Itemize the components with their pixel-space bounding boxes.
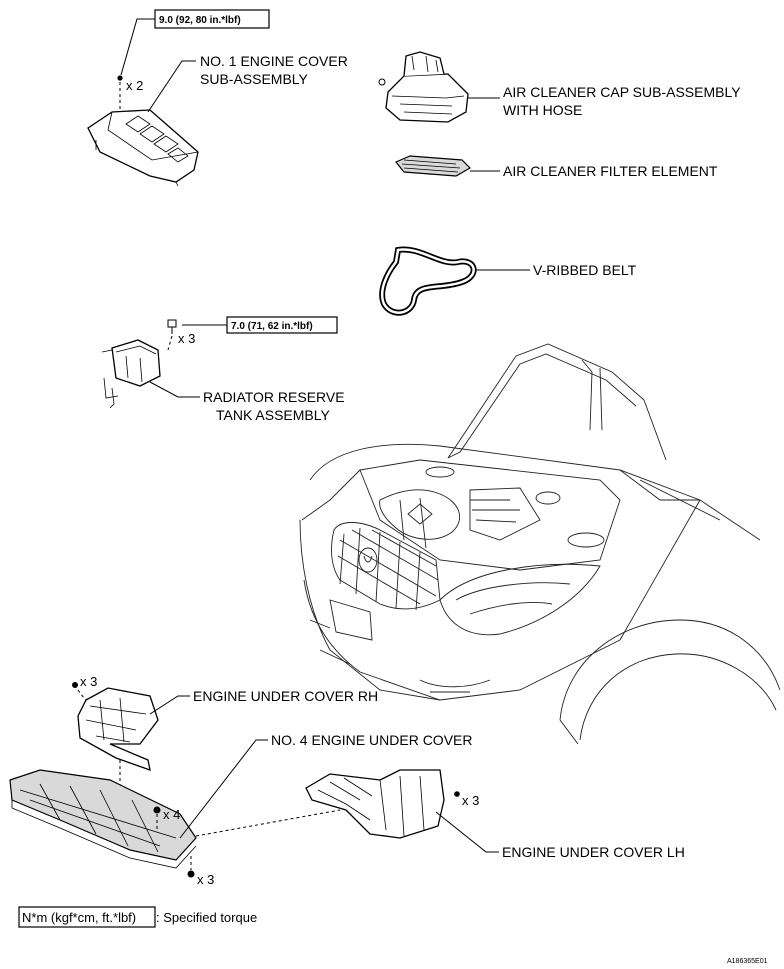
under-cover-lh-part-icon: [305, 769, 445, 839]
torque-leader-engine-cover: [120, 18, 155, 76]
torque-value-radiator-tank: 7.0 (71, 62 in.*lbf): [231, 321, 313, 332]
label-engine-cover-2: SUB-ASSEMBLY: [200, 71, 309, 87]
clip-icon: [187, 870, 195, 878]
under-cover-no4-part-icon: [9, 769, 197, 869]
label-air-cleaner-cap-2: WITH HOSE: [503, 102, 582, 118]
leader-engine-cover: [147, 60, 196, 113]
radiator-tank-part-icon: [101, 339, 161, 409]
qty-no4-upper-fasteners: x 4: [163, 807, 180, 822]
air-filter-group: AIR CLEANER FILTER ELEMENT: [395, 155, 718, 179]
v-belt-part-icon: [379, 246, 477, 316]
under-cover-lh-group: x 3 ENGINE UNDER COVER LH: [305, 769, 685, 860]
legend-box: [18, 906, 156, 928]
label-air-cleaner-cap-1: AIR CLEANER CAP SUB-ASSEMBLY: [503, 84, 741, 100]
v-belt-group: V-RIBBED BELT: [379, 246, 637, 316]
bolt-icon: [117, 75, 123, 81]
figure-code: A186365E01: [727, 958, 768, 965]
leader-under-cover-lh: [435, 811, 499, 853]
dashed-guide: [195, 809, 341, 837]
qty-rh-fasteners: x 3: [80, 674, 97, 689]
leader-radiator-tank: [149, 381, 200, 398]
clip-icon: [72, 682, 78, 688]
leader-under-cover-no4: [179, 739, 268, 839]
air-cleaner-cap-group: AIR CLEANER CAP SUB-ASSEMBLY WITH HOSE: [378, 51, 741, 123]
qty-no4-lower-fasteners: x 3: [197, 872, 214, 887]
label-radiator-tank-2: TANK ASSEMBLY: [216, 407, 331, 423]
label-radiator-tank-1: RADIATOR RESERVE: [203, 389, 345, 405]
qty-radiator-tank-bolts: x 3: [178, 331, 195, 346]
radiator-tank-group: 7.0 (71, 62 in.*lbf) x 3 RADIATOR RESERV…: [101, 316, 345, 423]
label-engine-cover-1: NO. 1 ENGINE COVER: [200, 53, 348, 69]
torque-value-engine-cover: 9.0 (92, 80 in.*lbf): [159, 15, 241, 26]
label-v-belt: V-RIBBED BELT: [533, 262, 637, 278]
under-cover-rh-group: x 3 ENGINE UNDER COVER RH: [72, 674, 378, 800]
air-filter-part-icon: [395, 155, 471, 177]
legend-description: : Specified torque: [156, 910, 257, 925]
bolt-icon: [167, 319, 177, 328]
under-cover-no4-group: x 4 x 3 NO. 4 ENGINE UNDER COVER: [9, 732, 472, 887]
legend-box-text: N*m (kgf*cm, ft.*lbf): [22, 910, 136, 925]
label-under-cover-no4: NO. 4 ENGINE UNDER COVER: [271, 732, 472, 748]
vehicle-illustration: [299, 343, 781, 745]
clip-icon: [153, 806, 161, 814]
dashed-guide: [167, 335, 173, 351]
engine-cover-group: 9.0 (92, 80 in.*lbf) x 2 NO. 1 ENGINE CO…: [87, 9, 348, 187]
label-under-cover-lh: ENGINE UNDER COVER LH: [502, 844, 685, 860]
qty-lh-fasteners: x 3: [462, 793, 479, 808]
leader-under-cover-rh: [149, 695, 190, 715]
engine-cover-part-icon: [87, 109, 199, 187]
air-cleaner-cap-part-icon: [378, 51, 469, 123]
clip-icon: [454, 791, 460, 797]
under-cover-rh-part-icon: [77, 687, 159, 771]
label-under-cover-rh: ENGINE UNDER COVER RH: [193, 688, 378, 704]
qty-engine-cover-bolts: x 2: [126, 78, 143, 93]
label-air-filter: AIR CLEANER FILTER ELEMENT: [503, 163, 718, 179]
torque-legend: N*m (kgf*cm, ft.*lbf) : Specified torque: [18, 906, 257, 928]
